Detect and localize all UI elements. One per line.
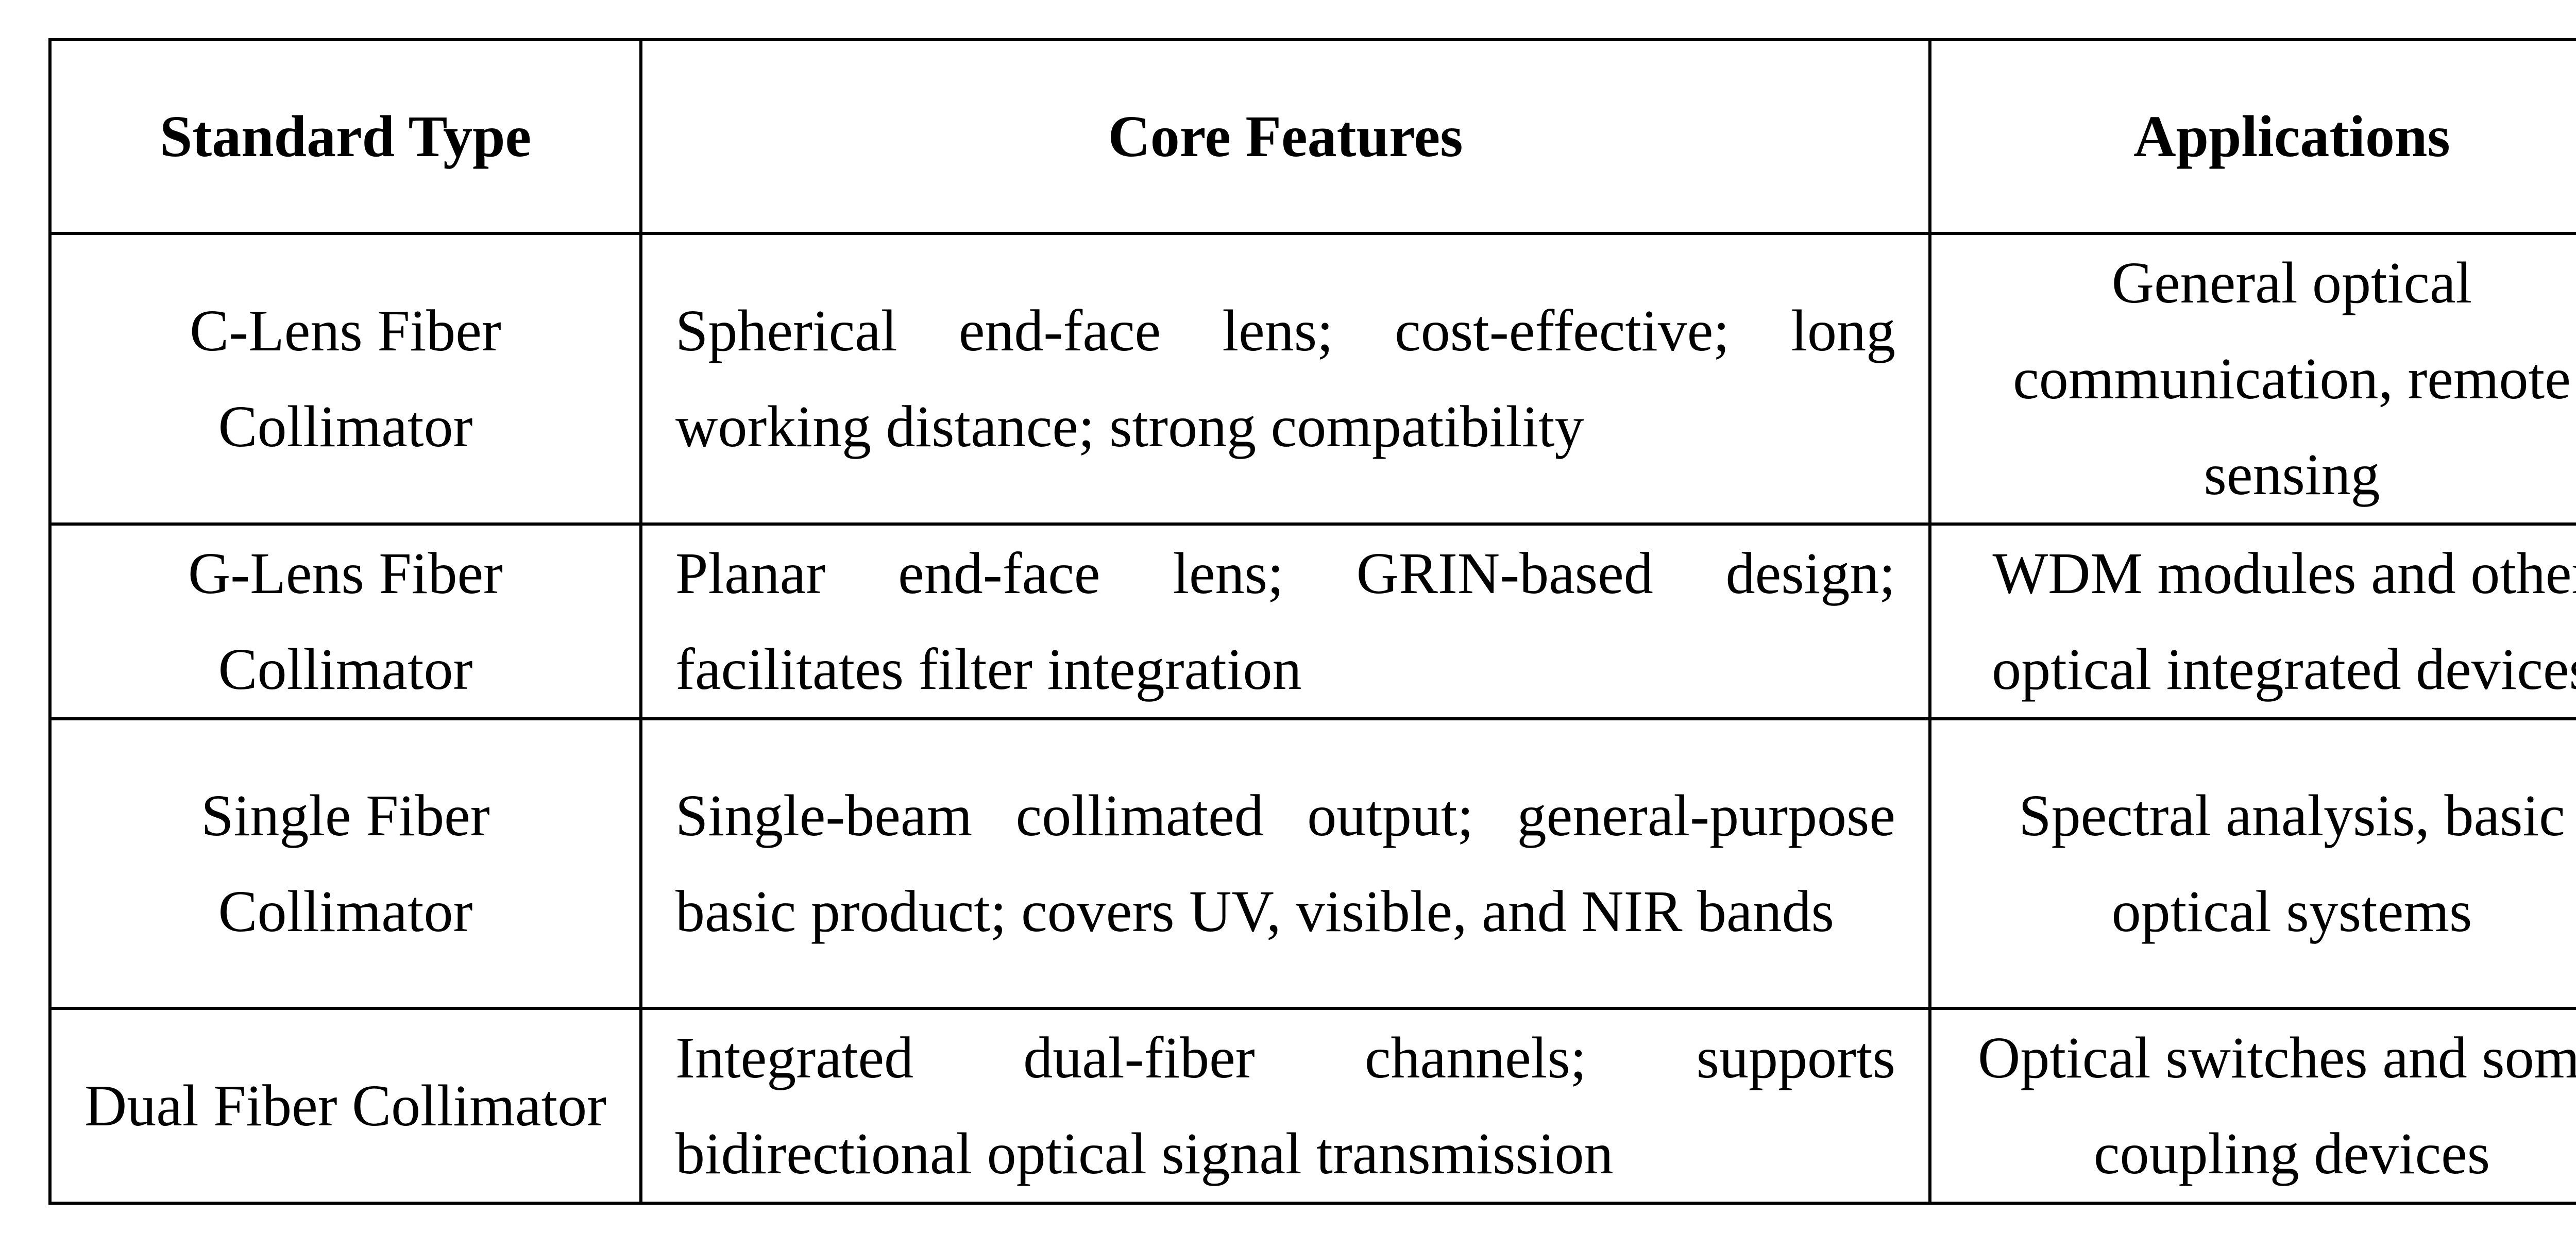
- core-features-text: Planar end-face lens; GRIN-based design;…: [675, 541, 1895, 702]
- table-row: Dual Fiber Collimator Integrated dual-fi…: [48, 1007, 2576, 1205]
- applications-text: WDM modules and other optical integrated…: [1992, 541, 2576, 702]
- cell-standard-type: C-Lens Fiber Collimator: [48, 232, 642, 526]
- core-features-text: Integrated dual-fiber channels; supports…: [675, 1025, 1895, 1186]
- standard-type-text: Dual Fiber Collimator: [84, 1073, 607, 1138]
- header-core-features: Core Features: [639, 38, 1931, 235]
- header-standard-type: Standard Type: [48, 38, 642, 235]
- cell-core-features: Spherical end-face lens; cost-effective;…: [639, 232, 1931, 526]
- header-applications: Applications: [1928, 38, 2576, 235]
- standard-type-text: C-Lens Fiber Collimator: [190, 298, 501, 459]
- cell-core-features: Planar end-face lens; GRIN-based design;…: [639, 522, 1931, 720]
- cell-standard-type: Single Fiber Collimator: [48, 717, 642, 1010]
- standard-type-text: G-Lens Fiber Collimator: [188, 541, 503, 702]
- applications-text: Spectral analysis, basic optical systems: [2019, 783, 2565, 944]
- cell-applications: Optical switches and some coupling devic…: [1928, 1007, 2576, 1205]
- core-features-text: Single-beam collimated output; general-p…: [675, 783, 1895, 944]
- applications-text: Optical switches and some coupling devic…: [1978, 1025, 2576, 1186]
- standard-type-text: Single Fiber Collimator: [201, 783, 490, 944]
- core-features-text: Spherical end-face lens; cost-effective;…: [675, 298, 1895, 459]
- applications-text: General optical communication, remote se…: [2013, 250, 2571, 507]
- cell-applications: General optical communication, remote se…: [1928, 232, 2576, 526]
- table-header: Standard Type Core Features Applications: [48, 38, 2576, 235]
- table-row: G-Lens Fiber Collimator Planar end-face …: [48, 522, 2576, 720]
- cell-standard-type: G-Lens Fiber Collimator: [48, 522, 642, 720]
- header-row: Standard Type Core Features Applications: [48, 38, 2576, 235]
- table-row: Single Fiber Collimator Single-beam coll…: [48, 717, 2576, 1010]
- table-body: C-Lens Fiber Collimator Spherical end-fa…: [48, 232, 2576, 1205]
- collimator-standards-table: Standard Type Core Features Applications…: [48, 38, 2576, 1205]
- cell-applications: Spectral analysis, basic optical systems: [1928, 717, 2576, 1010]
- table-row: C-Lens Fiber Collimator Spherical end-fa…: [48, 232, 2576, 526]
- cell-standard-type: Dual Fiber Collimator: [48, 1007, 642, 1205]
- cell-core-features: Integrated dual-fiber channels; supports…: [639, 1007, 1931, 1205]
- cell-core-features: Single-beam collimated output; general-p…: [639, 717, 1931, 1010]
- cell-applications: WDM modules and other optical integrated…: [1928, 522, 2576, 720]
